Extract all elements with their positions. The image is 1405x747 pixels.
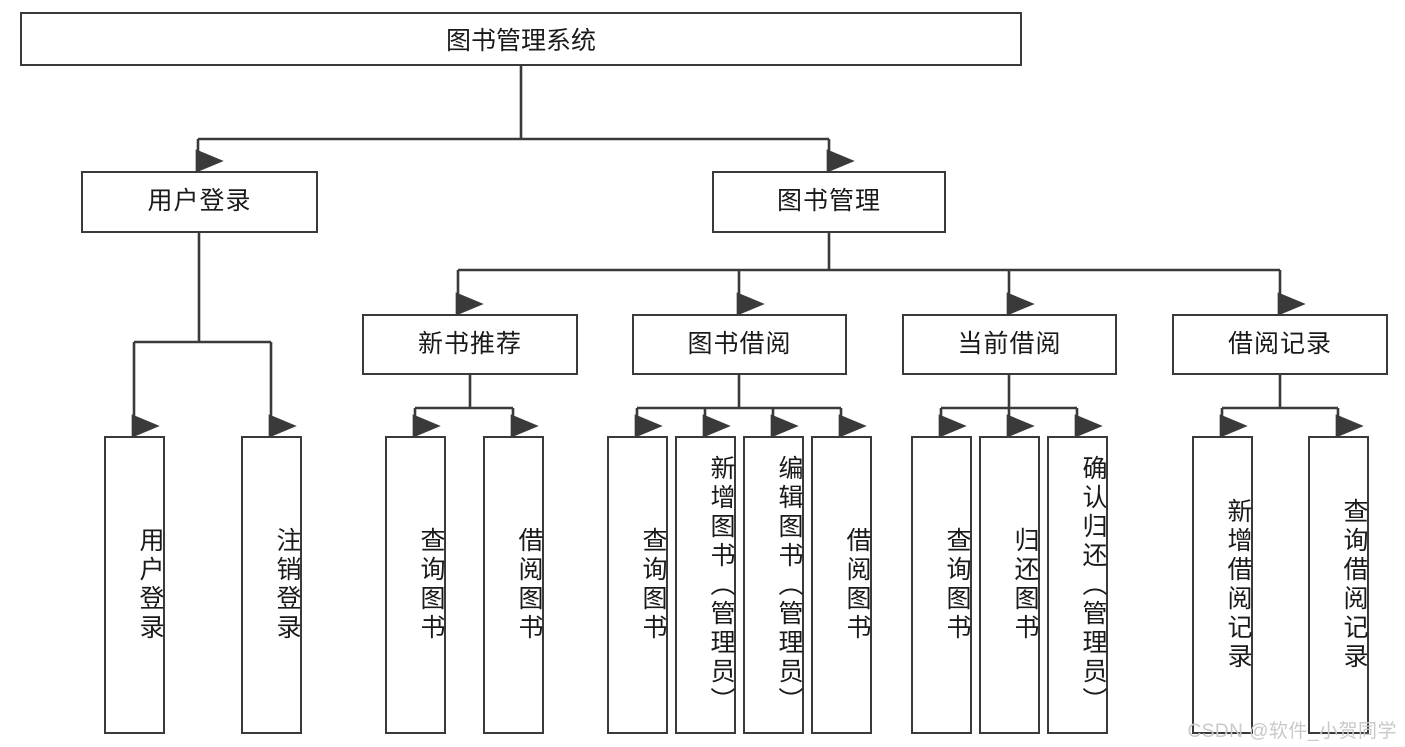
node-label: 查询借阅记录 [1340, 498, 1368, 672]
node-label: 查询图书 [639, 527, 667, 643]
node-label: 归还图书 [1011, 527, 1039, 643]
node-label: 图书管理 [776, 187, 881, 216]
leaf-return-book[interactable]: 归还图书 [979, 436, 1040, 734]
leaf-user-logout[interactable]: 注销登录 [241, 436, 302, 734]
node-label: 新增借阅记录 [1224, 498, 1252, 672]
node-new-book-recommend[interactable]: 新书推荐 [362, 314, 578, 375]
leaf-query-book-1[interactable]: 查询图书 [385, 436, 446, 734]
node-label: 借阅图书 [843, 527, 871, 643]
node-current-borrow[interactable]: 当前借阅 [902, 314, 1117, 375]
watermark: CSDN @软件_小贺同学 [1187, 721, 1397, 742]
node-label: 借阅图书 [515, 527, 543, 643]
node-book-manage[interactable]: 图书管理 [712, 171, 946, 233]
node-label: 新书推荐 [417, 329, 522, 358]
node-label: 用户登录 [147, 187, 252, 216]
node-borrow-record[interactable]: 借阅记录 [1172, 314, 1388, 375]
node-root-book-management-system[interactable]: 图书管理系统 [20, 12, 1022, 66]
leaf-add-record[interactable]: 新增借阅记录 [1192, 436, 1253, 734]
leaf-query-book-2[interactable]: 查询图书 [607, 436, 668, 734]
leaf-edit-book[interactable]: 编辑图书（管理员） [743, 436, 804, 734]
node-label: 编辑图书（管理员） [775, 454, 803, 716]
leaf-query-record[interactable]: 查询借阅记录 [1308, 436, 1369, 734]
leaf-borrow-book-2[interactable]: 借阅图书 [811, 436, 872, 734]
node-label: 新增图书（管理员） [707, 454, 735, 716]
node-label: 确认归还（管理员） [1079, 454, 1107, 716]
leaf-borrow-book-1[interactable]: 借阅图书 [483, 436, 544, 734]
node-label: 查询图书 [417, 527, 445, 643]
node-label: 当前借阅 [957, 329, 1062, 358]
node-label: 图书管理系统 [445, 27, 596, 55]
leaf-confirm-return[interactable]: 确认归还（管理员） [1047, 436, 1108, 734]
node-label: 注销登录 [273, 527, 301, 643]
leaf-add-book[interactable]: 新增图书（管理员） [675, 436, 736, 734]
node-label: 图书借阅 [687, 329, 792, 358]
node-book-borrow[interactable]: 图书借阅 [632, 314, 847, 375]
node-user-login[interactable]: 用户登录 [81, 171, 318, 233]
leaf-query-book-3[interactable]: 查询图书 [911, 436, 972, 734]
node-label: 查询图书 [943, 527, 971, 643]
node-label: 用户登录 [136, 527, 164, 643]
leaf-user-login[interactable]: 用户登录 [104, 436, 165, 734]
node-label: 借阅记录 [1227, 329, 1332, 358]
